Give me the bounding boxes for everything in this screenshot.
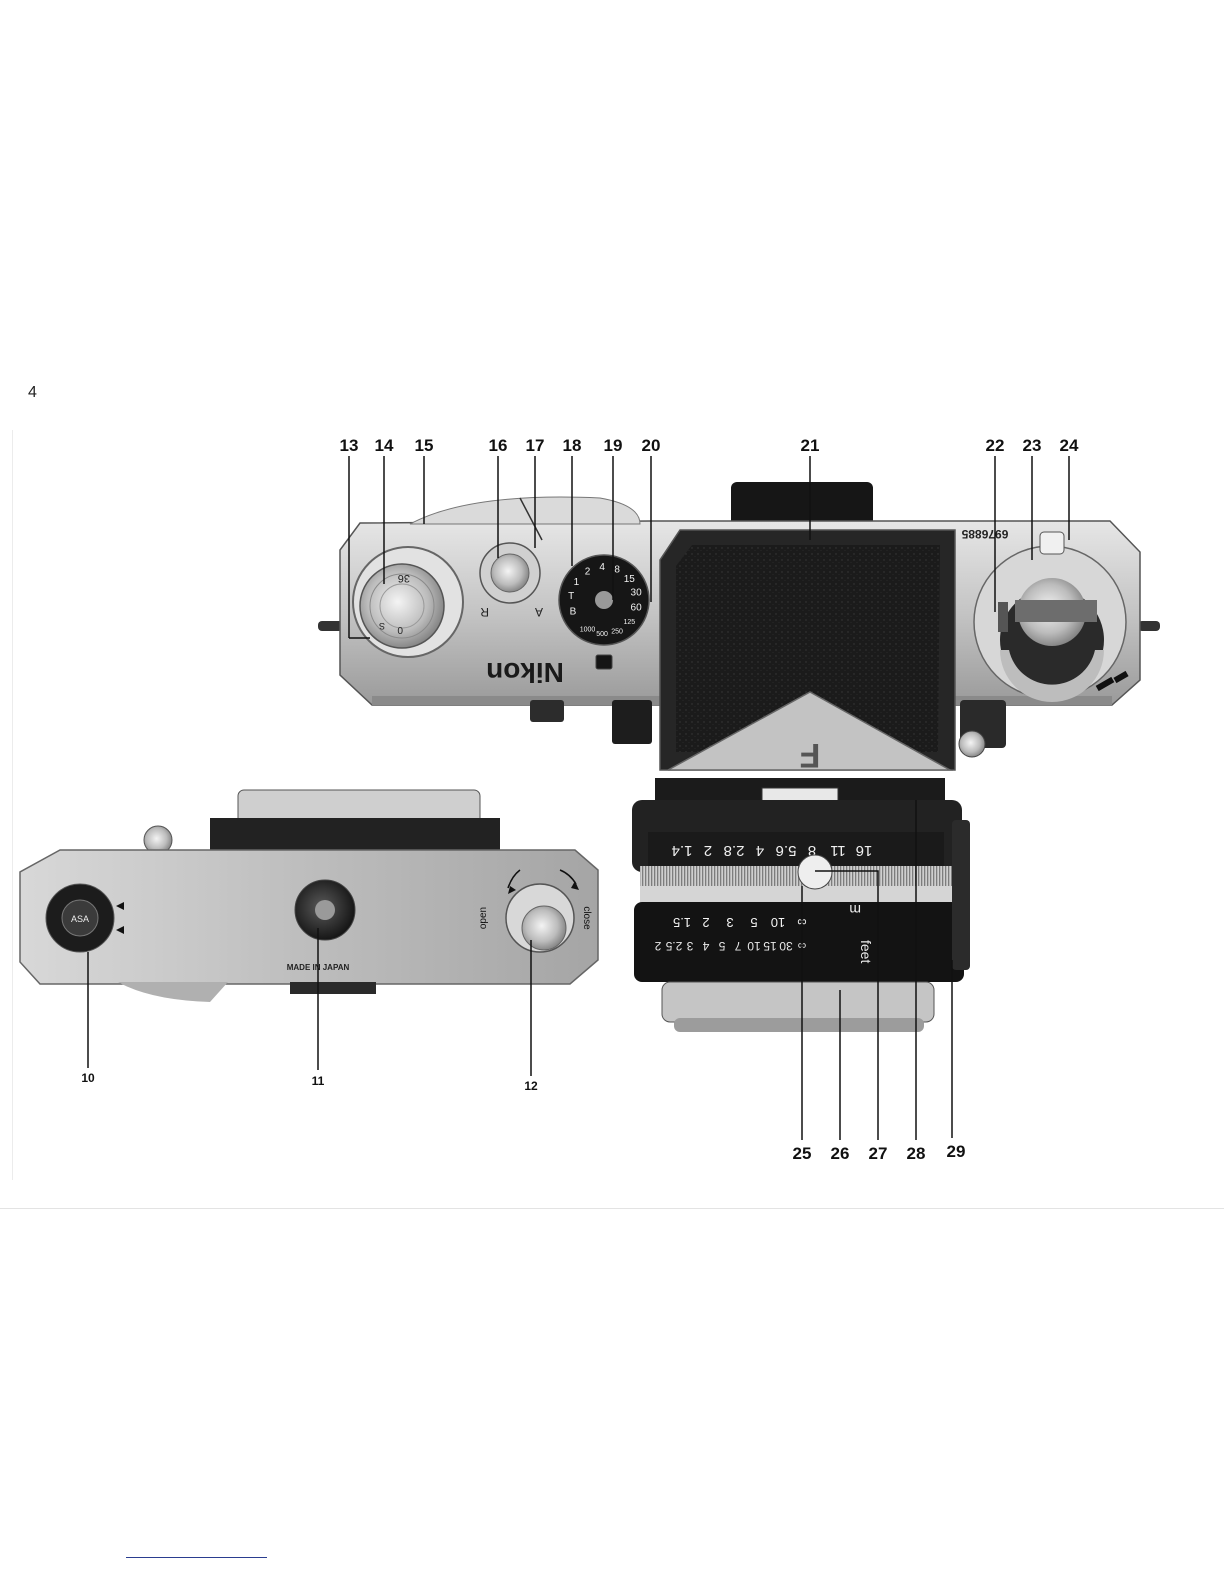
shutter-speed-label: 1: [574, 577, 580, 588]
back-lock-key-center: [522, 906, 566, 950]
aperture-label: 11: [830, 842, 846, 859]
rewind-open-label: open: [478, 907, 489, 929]
shutter-dial-center: [595, 591, 613, 609]
shutter-speed-label: 1000: [580, 627, 596, 634]
distance-feet-label: 2.5: [665, 939, 682, 953]
shutter-speed-label: 500: [596, 631, 608, 638]
depth-of-field-button: [952, 820, 970, 970]
shutter-speed-label: 60: [631, 603, 643, 614]
footnote-rule: [126, 1557, 267, 1558]
distance-feet-label: 5: [718, 939, 725, 953]
collar-a-label: A: [535, 605, 543, 619]
shutter-release-button: [491, 554, 529, 592]
distance-feet-label: 15: [763, 939, 777, 953]
brand-logo: Nikon: [486, 657, 564, 688]
lens-units-feet: feet: [858, 940, 874, 963]
bottom-mount-base: [210, 818, 500, 852]
counter-36-label: 36: [398, 572, 410, 584]
counter-0-label: 0: [397, 624, 403, 635]
asa-label: ASA: [71, 914, 89, 924]
film-plane-bracket: [998, 602, 1008, 632]
shutter-speed-label: 8: [614, 565, 620, 576]
aperture-label: 16: [856, 842, 873, 859]
distance-m-label: 5: [750, 915, 757, 930]
distance-m-label: 10: [771, 915, 785, 930]
distance-feet-label: 10: [747, 939, 761, 953]
shutter-speed-label: 2: [585, 566, 591, 577]
selftimer-base: [530, 700, 564, 722]
shutter-speed-label: 125: [623, 619, 635, 626]
aperture-label: 2: [704, 842, 712, 859]
bottom-view-camera: ASA MADE IN JAPAN open close: [20, 790, 598, 1076]
aperture-label: 4: [756, 842, 764, 859]
flash-socket: [596, 655, 612, 669]
lens-units-m: m: [849, 902, 861, 918]
distance-feet-label: 4: [702, 939, 709, 953]
counter-s-label: S: [379, 621, 385, 631]
top-plate-hump: [410, 497, 640, 524]
distance-m-label: 2: [702, 915, 709, 930]
shutter-speed-label: 15: [624, 574, 636, 585]
bottom-plate-tab: [118, 982, 228, 1002]
distance-m-label: 3: [726, 915, 733, 930]
strap-lug-right: [1138, 621, 1160, 631]
aperture-index-dot: [798, 855, 832, 889]
distance-feet-label: 2: [654, 939, 661, 953]
aperture-label: 5.6: [776, 842, 797, 859]
shutter-speed-label: B: [570, 606, 577, 617]
page-bottom-rule: [0, 1208, 1224, 1209]
tripod-socket-center: [315, 900, 335, 920]
distance-m-label: 1.5: [673, 915, 691, 930]
distance-feet-label: 3: [686, 939, 693, 953]
collar-r-label: R: [480, 605, 489, 619]
shutter-speed-label: 4: [599, 562, 605, 573]
rewind-close-label: close: [581, 906, 592, 930]
rewind-crank-tip: [1040, 532, 1064, 554]
lens-front-rim: [674, 1018, 924, 1032]
lens-release: [612, 700, 652, 744]
aperture-label: 1.4: [672, 842, 693, 859]
serial-number: 6976885: [961, 527, 1008, 541]
lens-front-bezel: [662, 982, 934, 1022]
depth-of-field-scale: [640, 886, 958, 902]
distance-feet-label: 30: [779, 939, 793, 953]
shutter-speed-label: 30: [631, 587, 643, 598]
prism-logo: F: [800, 736, 821, 774]
shutter-speed-label: 250: [611, 628, 623, 635]
bottom-tripod-rail: [290, 982, 376, 994]
shutter-speed-label: T: [568, 591, 574, 602]
rewind-button: [959, 731, 985, 757]
rewind-crank-bar: [1015, 600, 1097, 622]
distance-feet-label: 7: [734, 939, 741, 953]
aperture-label: 2.8: [724, 842, 745, 859]
